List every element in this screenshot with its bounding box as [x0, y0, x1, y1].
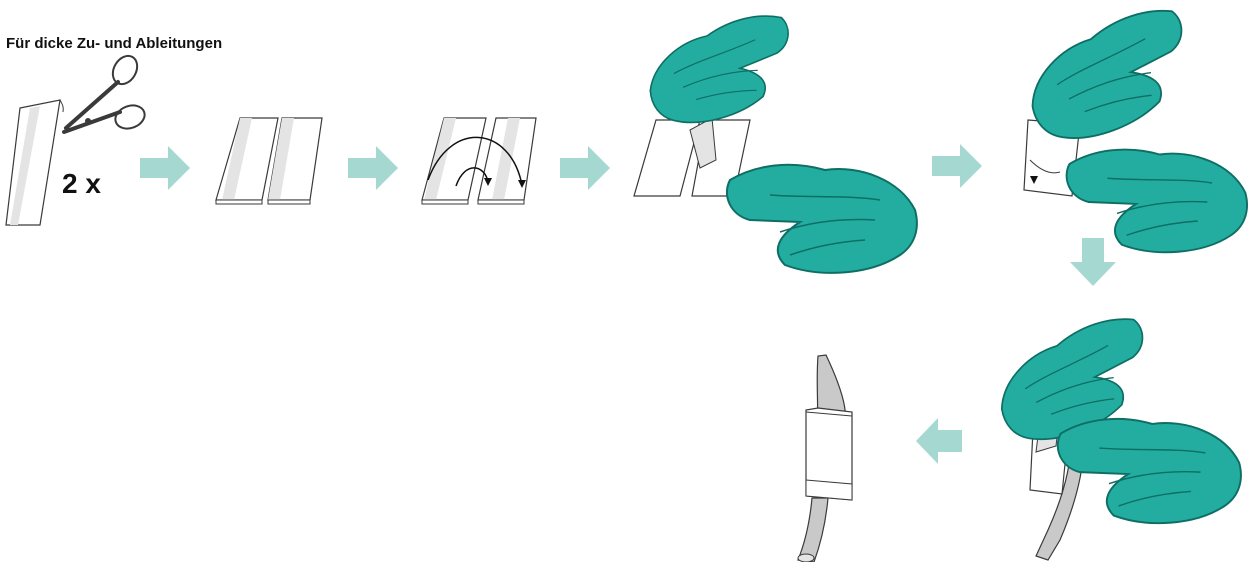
- step-peel-backing: [634, 5, 917, 273]
- count-label: 2 x: [62, 168, 101, 200]
- hand-icon: [1067, 150, 1247, 253]
- hand-icon: [1058, 419, 1241, 523]
- scissors-icon: [64, 52, 148, 133]
- arrow-right-2: [348, 146, 398, 190]
- step-two-strips: [216, 118, 322, 204]
- hand-icon: [637, 5, 809, 138]
- hand-icon: [727, 165, 917, 273]
- step-fold-strips: [422, 118, 536, 204]
- step-wrap-tube: [984, 307, 1241, 560]
- arrow-down: [1070, 238, 1116, 286]
- step-finished-fixation: [798, 355, 852, 562]
- step-press-together: [1014, 0, 1247, 252]
- arrow-right-1: [140, 146, 190, 190]
- arrow-left: [916, 418, 962, 464]
- arrow-right-4: [932, 144, 982, 188]
- arrow-right-3: [560, 146, 610, 190]
